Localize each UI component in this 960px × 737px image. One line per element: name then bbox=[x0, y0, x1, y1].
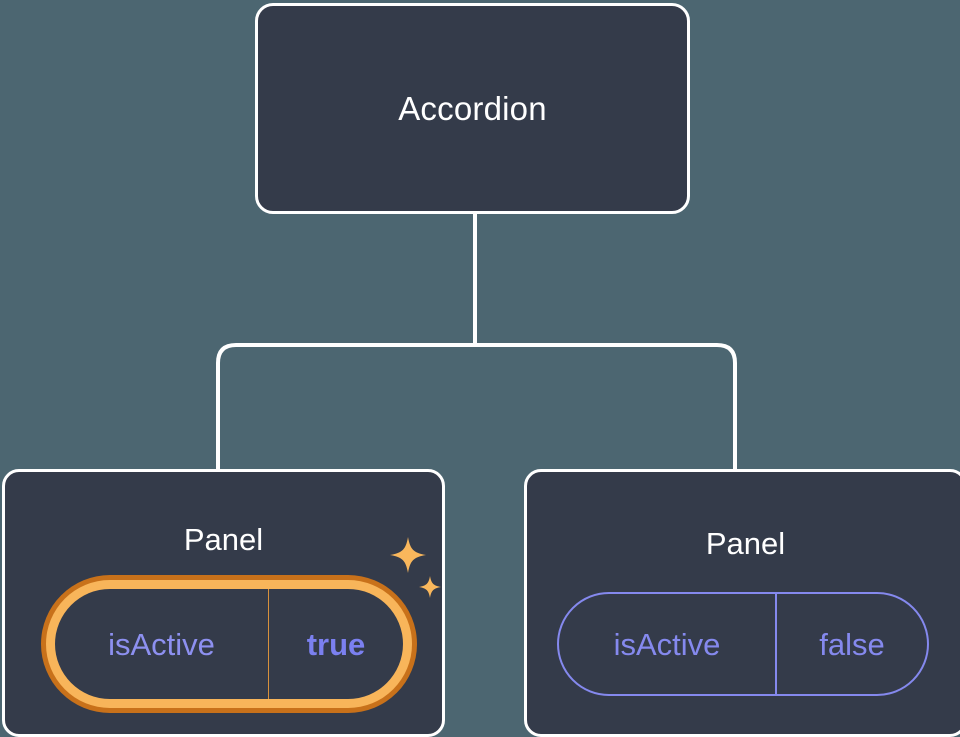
prop-pill-body: isActive true bbox=[55, 589, 403, 699]
prop-pill[interactable]: isActive false bbox=[557, 592, 929, 696]
prop-key: isActive bbox=[55, 589, 269, 699]
prop-pill-highlighted[interactable]: isActive true bbox=[41, 575, 417, 713]
prop-key: isActive bbox=[559, 594, 777, 694]
prop-value: false bbox=[819, 626, 885, 662]
prop-value: true bbox=[306, 626, 366, 662]
node-title: Accordion bbox=[398, 90, 547, 127]
node-accordion[interactable]: Accordion bbox=[255, 3, 690, 214]
prop-pill-ring-inner: isActive true bbox=[46, 580, 412, 708]
node-title: Panel bbox=[183, 522, 264, 557]
connector-bus bbox=[216, 343, 737, 470]
node-panel-left[interactable]: Panel isActive true bbox=[2, 469, 445, 737]
node-panel-right[interactable]: Panel isActive false bbox=[524, 469, 960, 737]
node-title: Panel bbox=[705, 526, 786, 561]
